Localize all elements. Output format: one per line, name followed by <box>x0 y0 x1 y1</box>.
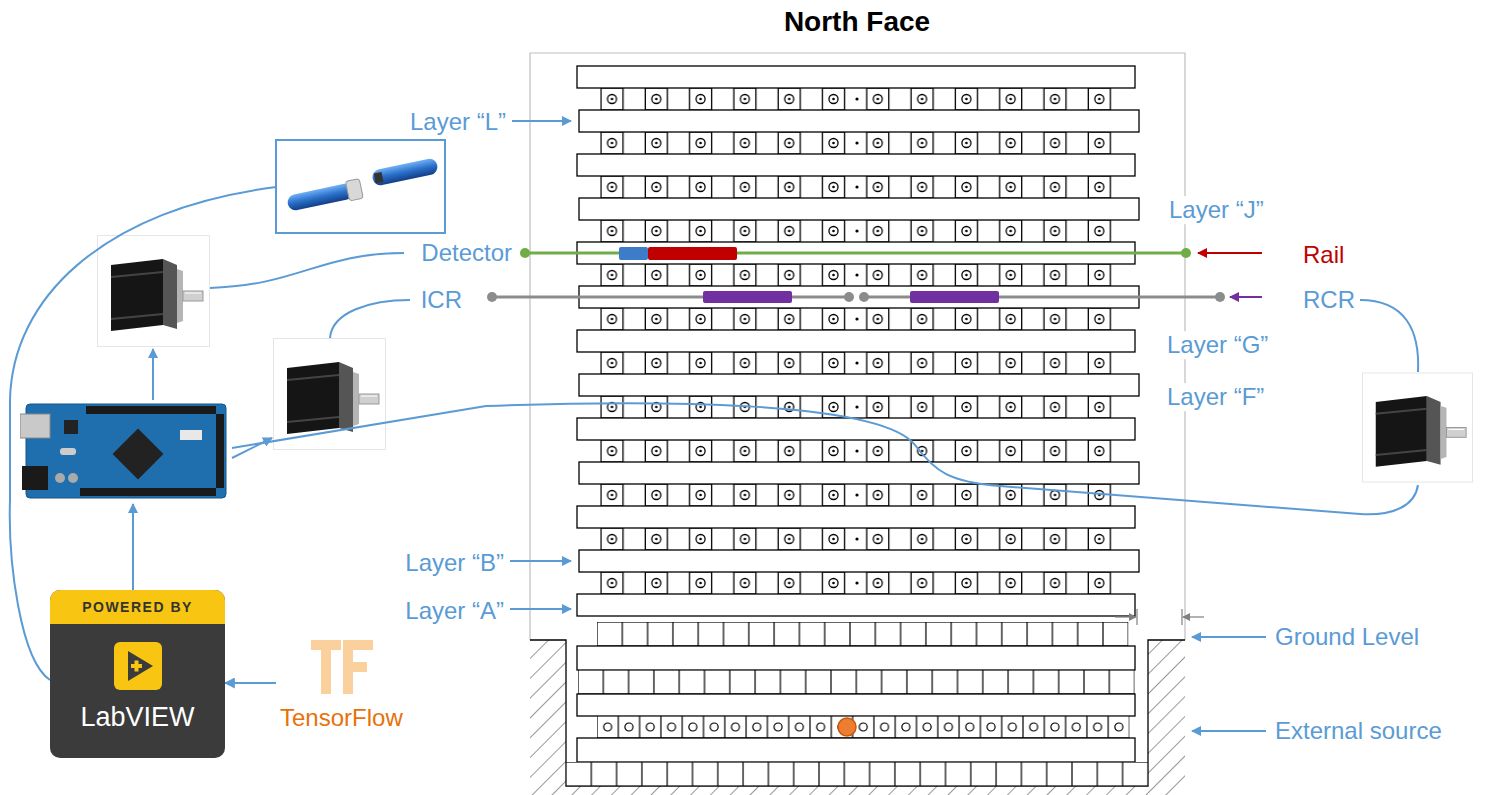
wire <box>1360 300 1418 372</box>
part-label: Detector <box>421 239 512 267</box>
detector-tube <box>371 157 439 186</box>
detector-tube <box>286 179 364 214</box>
rod-end <box>1215 292 1225 302</box>
part-label: ICR <box>421 286 462 314</box>
layer-bar <box>579 550 1139 572</box>
dimension-tick <box>1181 609 1182 625</box>
flow-arrow <box>225 682 276 684</box>
rail-end <box>1181 248 1191 258</box>
wire <box>210 253 404 288</box>
dimension-arrow <box>1115 616 1136 617</box>
tube-cap <box>345 179 363 201</box>
icon-square <box>114 642 162 690</box>
labview-icon <box>114 642 162 690</box>
layer-label: Layer “B” <box>405 549 504 577</box>
labview-logo: POWERED BY LabVIEW <box>50 590 225 758</box>
rod-end <box>487 292 497 302</box>
wire <box>330 300 410 338</box>
face-frame <box>530 53 1185 640</box>
icr-absorber <box>703 291 792 303</box>
leader-arrow <box>512 120 571 122</box>
ground-hatching <box>530 640 566 795</box>
tube-body <box>286 182 354 211</box>
part-label: Rail <box>1303 241 1344 269</box>
icon-t <box>311 640 341 694</box>
cell-row <box>566 762 1148 786</box>
external-source-dot <box>838 718 856 736</box>
wires <box>10 187 1418 680</box>
dimension-arrow <box>1183 616 1204 617</box>
part-label: RCR <box>1303 286 1355 314</box>
layer-bar <box>577 506 1135 528</box>
ground-cell-row <box>597 622 1128 646</box>
dimension-tick <box>1136 609 1137 625</box>
leader-arrow <box>1230 296 1262 298</box>
layer-label: Layer “L” <box>410 108 506 136</box>
detector-carrier <box>648 247 737 260</box>
stepper-motor <box>98 236 210 347</box>
label-leaders <box>510 121 1266 731</box>
layer-label: Layer “J” <box>1166 196 1267 224</box>
pit-wall <box>530 640 1185 786</box>
wire <box>10 187 276 680</box>
product-name: TensorFlow <box>280 704 403 732</box>
rod-end <box>859 292 869 302</box>
layer-bar <box>579 374 1139 396</box>
control-arrow <box>232 438 272 458</box>
tube-body <box>371 157 439 186</box>
layer-bar <box>577 418 1135 440</box>
photo-frame <box>276 140 445 233</box>
layer-label: Layer “A” <box>405 597 504 625</box>
icon-plus <box>134 661 138 672</box>
layer-label: Layer “G” <box>1164 331 1271 359</box>
layer-label: Layer “F” <box>1164 383 1267 411</box>
wire <box>232 403 1418 514</box>
control-arrow <box>132 504 134 590</box>
powered-by-band: POWERED BY <box>50 590 225 624</box>
leader-arrow <box>1192 636 1266 638</box>
layer-bar <box>577 154 1135 176</box>
layer-bar <box>577 738 1135 762</box>
leader-arrow <box>1192 730 1266 732</box>
layer-bar <box>577 694 1135 716</box>
icon-arrow <box>128 651 153 681</box>
source-label: External source <box>1275 717 1442 745</box>
arduino-board <box>20 404 226 498</box>
detector-head <box>619 247 648 260</box>
tensorflow-logo: TensorFlow <box>276 632 407 734</box>
source-row <box>597 716 1130 738</box>
layer-bar <box>579 198 1139 220</box>
product-name: LabVIEW <box>50 702 225 733</box>
ground-hatching <box>566 786 1148 795</box>
rcr-absorber <box>910 291 999 303</box>
level-label: Ground Level <box>1275 623 1419 651</box>
layer-bar <box>577 66 1135 88</box>
leader-arrow <box>510 560 571 562</box>
layer-bar <box>579 462 1139 484</box>
layer-bar <box>579 110 1139 132</box>
stepper-motor <box>1362 373 1472 482</box>
icr-rod-line <box>492 296 849 299</box>
ground-hatching <box>1148 640 1185 795</box>
detector-photo <box>276 140 445 233</box>
tube-connector <box>374 172 384 183</box>
graphite-layers <box>577 66 1139 616</box>
leader-arrow <box>1198 252 1262 254</box>
rod-end <box>844 292 854 302</box>
leader-arrow <box>510 608 571 610</box>
diagram-title: North Face <box>784 6 930 38</box>
control-arrow <box>152 349 154 400</box>
tensorflow-icon <box>307 636 377 698</box>
cell-row <box>578 670 1135 694</box>
icon-f <box>343 640 373 694</box>
layer-bar <box>577 646 1135 670</box>
layer-bar <box>577 594 1135 616</box>
rail-end <box>520 248 530 258</box>
layer-bar <box>577 330 1135 352</box>
